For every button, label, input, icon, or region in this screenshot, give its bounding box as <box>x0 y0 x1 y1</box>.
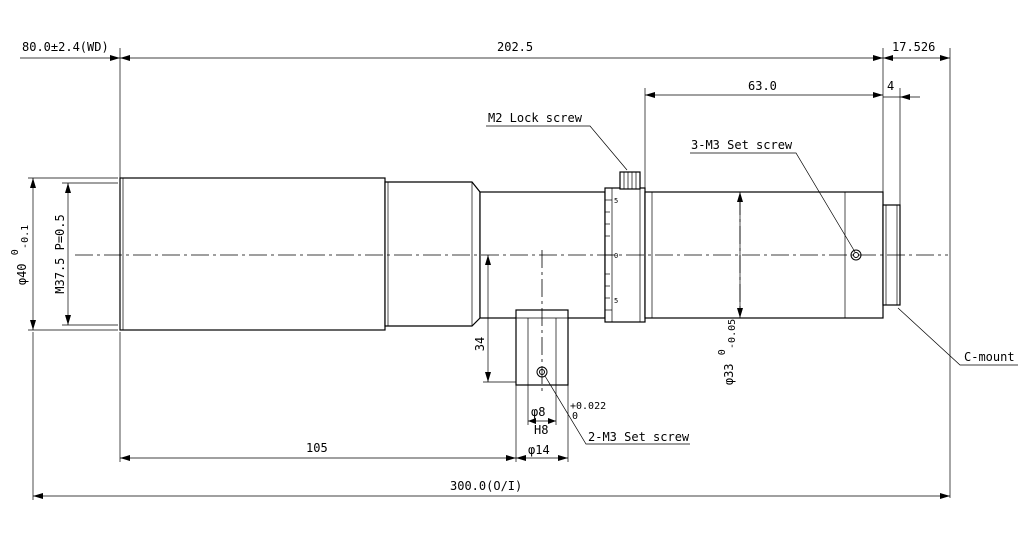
dim-fit-h8: H8 <box>534 423 548 437</box>
dim-working-distance: 80.0±2.4(WD) <box>22 40 109 54</box>
scale-mark-top: 5 <box>614 197 618 205</box>
dim-tol-8-lower: 0 <box>572 411 578 422</box>
lock-screw-head <box>619 171 641 190</box>
dim-tol-8-upper: +0.022 <box>570 401 606 412</box>
callout-3-m3-set-screw: 3-M3 Set screw <box>691 138 793 152</box>
callout-2-m3-set-screw: 2-M3 Set screw <box>588 430 690 444</box>
front-step <box>384 181 481 327</box>
dim-105: 105 <box>306 441 328 455</box>
dim-phi-40: φ40 0 -0.1 <box>7 225 31 285</box>
dim-phi-14: φ14 <box>528 443 550 457</box>
lens-body <box>119 171 901 386</box>
dim-63-0: 63.0 <box>748 79 777 93</box>
front-barrel <box>119 177 386 331</box>
callout-c-mount: C-mount <box>964 350 1015 364</box>
dim-17-526: 17.526 <box>892 40 935 54</box>
dim-thread: M37.5 P=0.5 <box>53 214 67 293</box>
dimension-lines <box>20 55 950 499</box>
dim-phi-33: φ33 0 -0.05 <box>714 319 738 385</box>
dim-4: 4 <box>887 79 894 93</box>
scale-mark-middle: 0 <box>614 252 618 260</box>
scale-mark-bottom: 5 <box>614 297 618 305</box>
leader-lines <box>486 125 1018 445</box>
dim-34: 34 <box>473 337 487 351</box>
callout-m2-lock-screw: M2 Lock screw <box>488 111 583 125</box>
dim-phi-8: φ8 <box>531 405 545 419</box>
dim-total-length: 300.0(O/I) <box>450 479 522 493</box>
dim-202-5: 202.5 <box>497 40 533 54</box>
